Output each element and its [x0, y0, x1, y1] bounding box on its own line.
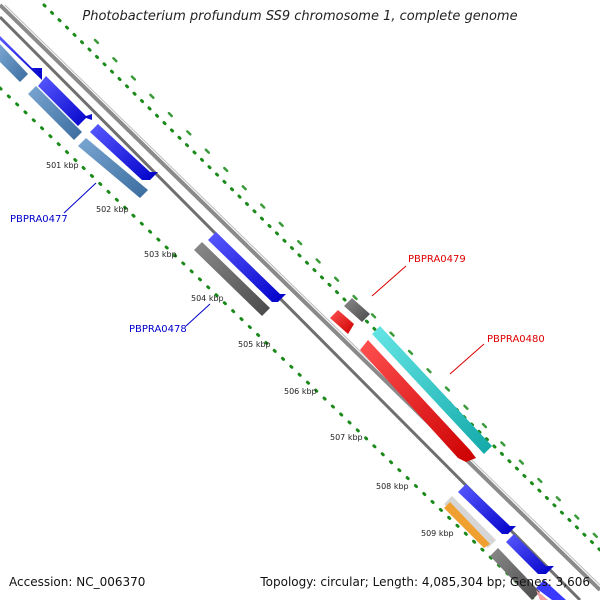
- tick-label: 504 kbp: [191, 294, 224, 303]
- gene-arrow[interactable]: [444, 502, 490, 548]
- ruler-ticks: 501 kbp 502 kbp 503 kbp 504 kbp 505 kbp …: [46, 161, 454, 538]
- gene-arrow[interactable]: [28, 86, 82, 140]
- chromosome-backbone: [0, 3, 600, 600]
- label-leaders: [63, 182, 485, 375]
- gene-arrow[interactable]: [536, 590, 548, 600]
- gene-label-pbpra0480[interactable]: PBPRA0480: [487, 334, 545, 345]
- tick-label: 507 kbp: [330, 433, 363, 442]
- gene-label-pbpra0479[interactable]: PBPRA0479: [408, 254, 466, 265]
- gene-arrow[interactable]: [330, 310, 354, 334]
- gene-features: [0, 36, 566, 600]
- gene-arrow[interactable]: [78, 138, 148, 198]
- tick-label: 503 kbp: [144, 250, 177, 259]
- gene-arrow[interactable]: [0, 36, 42, 80]
- gene-arrow[interactable]: [372, 326, 492, 454]
- tick-label: 506 kbp: [284, 387, 317, 396]
- gene-arrow[interactable]: [444, 496, 496, 548]
- gene-arrow[interactable]: [90, 124, 158, 180]
- tick-label: 505 kbp: [238, 340, 271, 349]
- gene-arrow[interactable]: [490, 548, 540, 600]
- gene-arrow[interactable]: [344, 298, 370, 322]
- tick-label: 501 kbp: [46, 161, 79, 170]
- tick-label: 502 kbp: [96, 205, 129, 214]
- gene-label-pbpra0478[interactable]: PBPRA0478: [129, 324, 187, 335]
- gene-labels: PBPRA0477 PBPRA0478 PBPRA0479 PBPRA0480: [10, 214, 545, 345]
- gene-arrow[interactable]: [208, 232, 286, 302]
- genome-summary-text: Topology: circular; Length: 4,085,304 bp…: [260, 575, 590, 589]
- gene-arrow[interactable]: [458, 484, 516, 534]
- map-title: Photobacterium profundum SS9 chromosome …: [82, 9, 518, 24]
- gene-arrow[interactable]: [506, 534, 554, 574]
- tick-label: 509 kbp: [421, 529, 454, 538]
- gene-arrow[interactable]: [0, 44, 28, 82]
- tick-label: 508 kbp: [376, 482, 409, 491]
- gene-arrow[interactable]: [536, 580, 566, 600]
- gc-content-track: [0, 3, 600, 600]
- gene-arrow[interactable]: [194, 242, 270, 316]
- gene-arrow[interactable]: [360, 340, 476, 462]
- accession-text: Accession: NC_006370: [9, 575, 146, 589]
- gene-arrow[interactable]: [38, 76, 92, 126]
- gene-label-pbpra0477[interactable]: PBPRA0477: [10, 214, 68, 225]
